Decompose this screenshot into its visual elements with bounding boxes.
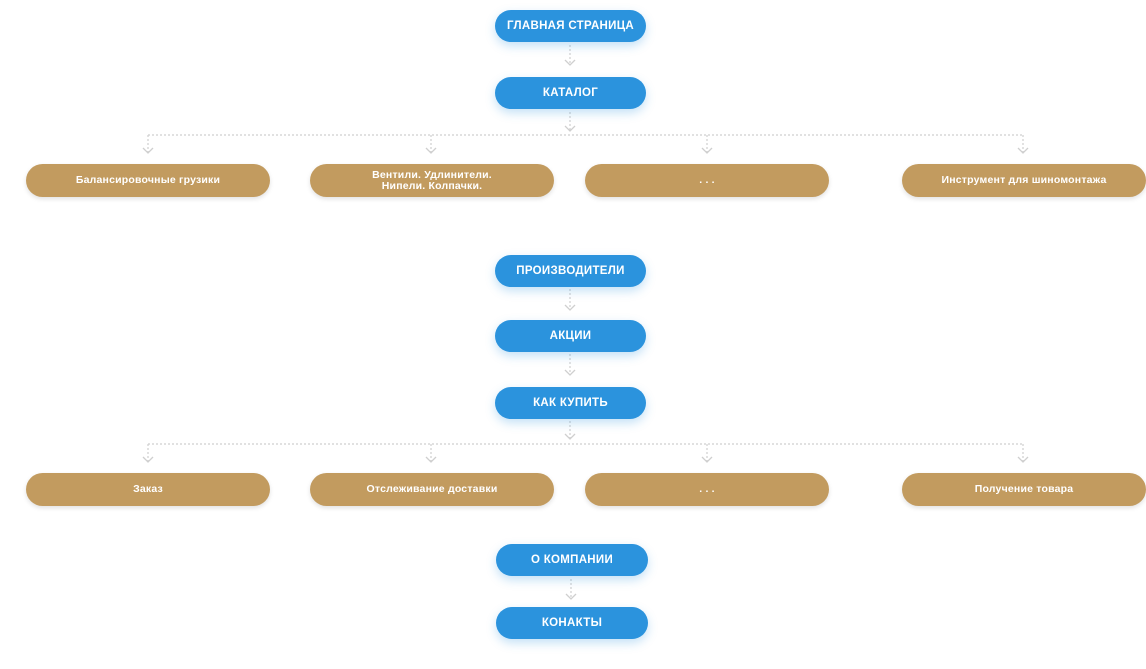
- node-catalog[interactable]: КАТАЛОГ: [495, 77, 646, 109]
- catalog-item-tire-tools[interactable]: Инструмент для шиномонтажа: [902, 164, 1146, 197]
- node-about[interactable]: О КОМПАНИИ: [496, 544, 648, 576]
- node-manufacturers[interactable]: ПРОИЗВОДИТЕЛИ: [495, 255, 646, 287]
- how-to-buy-item-receipt[interactable]: Получение товара: [902, 473, 1146, 506]
- node-contacts[interactable]: КОНАКТЫ: [496, 607, 648, 639]
- node-home[interactable]: ГЛАВНАЯ СТРАНИЦА: [495, 10, 646, 42]
- node-promotions[interactable]: АКЦИИ: [495, 320, 646, 352]
- how-to-buy-item-order[interactable]: Заказ: [26, 473, 270, 506]
- catalog-item-valves[interactable]: Вентили. Удлинители. Нипели. Колпачки.: [310, 164, 554, 197]
- catalog-item-balancing-weights[interactable]: Балансировочные грузики: [26, 164, 270, 197]
- how-to-buy-item-tracking[interactable]: Отслеживание доставки: [310, 473, 554, 506]
- catalog-item-more[interactable]: . . .: [585, 164, 829, 197]
- how-to-buy-item-more[interactable]: . . .: [585, 473, 829, 506]
- node-how-to-buy[interactable]: КАК КУПИТЬ: [495, 387, 646, 419]
